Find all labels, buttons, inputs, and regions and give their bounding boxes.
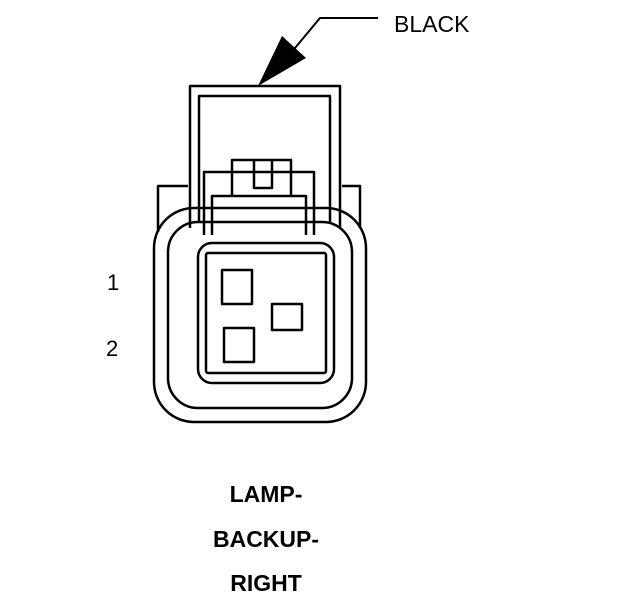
- left-ear: [156, 184, 188, 232]
- caption-line-1: LAMP-: [230, 481, 303, 507]
- right-ear: [342, 184, 362, 228]
- terminal-face: [196, 241, 336, 385]
- inner-shell: [166, 220, 354, 410]
- outer-shell: [152, 206, 368, 424]
- color-label: BLACK: [394, 11, 470, 37]
- pin-1-label: 1: [107, 270, 119, 295]
- lock-slot: [252, 160, 274, 190]
- connector-body: [152, 84, 368, 424]
- leader-arrowhead: [258, 36, 306, 86]
- lock-button: [230, 158, 293, 196]
- latch-housing-inner: [197, 94, 332, 222]
- latch-housing-outer: [188, 84, 342, 228]
- locking-tab-inner: [210, 194, 308, 235]
- caption-line-2: BACKUP-: [213, 526, 319, 552]
- caption-line-3: RIGHT: [230, 570, 302, 596]
- pin-1-cavity: [220, 268, 254, 306]
- locking-tab: [202, 170, 316, 235]
- terminal-cavity: [204, 251, 328, 375]
- color-leader: [258, 17, 378, 86]
- pin-key-cavity: [270, 302, 304, 332]
- pin-2-cavity: [222, 326, 256, 364]
- pin-2-label: 2: [106, 336, 118, 361]
